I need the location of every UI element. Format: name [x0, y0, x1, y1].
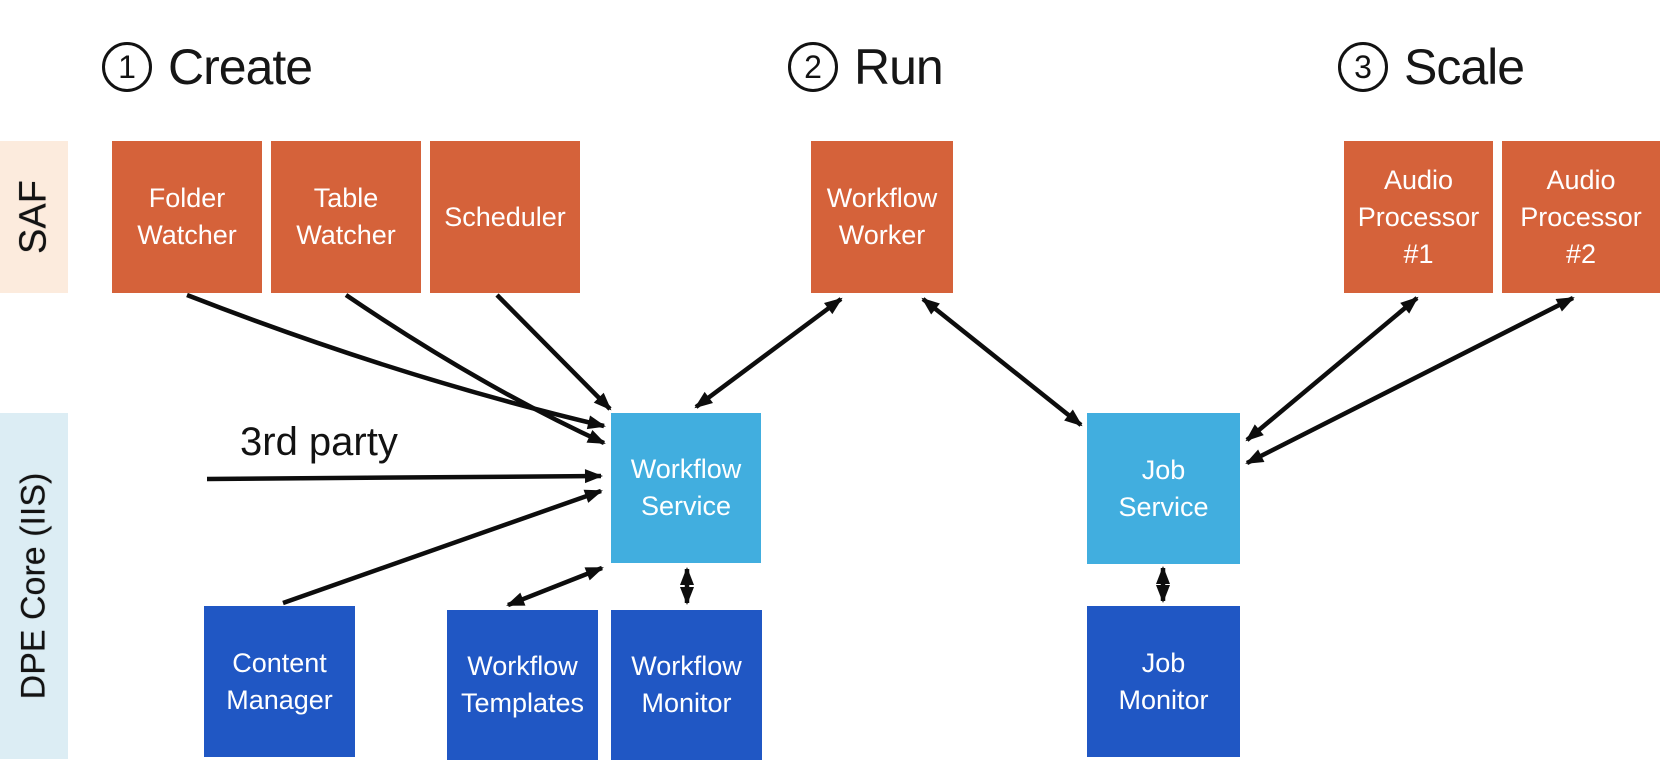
step-heading-scale: 3 Scale [1338, 39, 1525, 95]
step-label-run: Run [854, 39, 944, 95]
lane-dpe-core-iis: DPE Core (IIS) [0, 413, 68, 759]
third-party-label: 3rd party [240, 420, 398, 464]
arrow-job-service-audio-processor-2 [1245, 295, 1575, 466]
node-job-service: Job Service [1087, 413, 1240, 564]
node-folder-watcher: Folder Watcher [112, 141, 262, 293]
node-content-manager: Content Manager [204, 606, 355, 757]
lane-dpe-core-iis-label: DPE Core (IIS) [14, 472, 53, 700]
arrow-job-service-audio-processor-1 [1245, 296, 1419, 442]
arrow-workflow-service-workflow-worker [694, 297, 843, 409]
arrow-scheduler-to-workflow-service [495, 293, 612, 411]
node-workflow-worker: Workflow Worker [811, 141, 953, 293]
node-table-watcher: Table Watcher [271, 141, 421, 293]
lane-saf: SAF [0, 141, 68, 293]
step-heading-create: 1 Create [102, 39, 313, 95]
step-heading-run: 2 Run [788, 39, 944, 95]
step-label-scale: Scale [1404, 39, 1525, 95]
node-workflow-monitor: Workflow Monitor [611, 610, 762, 760]
arrow-content-manager-to-workflow-service [282, 488, 603, 606]
node-job-monitor: Job Monitor [1087, 606, 1240, 757]
step-label-create: Create [168, 39, 313, 95]
node-workflow-service: Workflow Service [611, 413, 761, 563]
arrow-third-party-to-workflow-service [206, 469, 603, 484]
arrow-workflow-templates-workflow-service [506, 565, 604, 608]
arrow-folder-watcher-to-workflow-service [186, 292, 606, 430]
node-audio-processor-1: Audio Processor #1 [1344, 141, 1493, 293]
lane-saf-label: SAF [12, 180, 55, 254]
arrow-workflow-worker-job-service [921, 297, 1083, 427]
step-number-1-circle: 1 [102, 42, 152, 92]
node-workflow-templates: Workflow Templates [447, 610, 598, 760]
node-scheduler: Scheduler [430, 141, 580, 293]
step-number-3-circle: 3 [1338, 42, 1388, 92]
step-number-2-circle: 2 [788, 42, 838, 92]
node-audio-processor-2: Audio Processor #2 [1502, 141, 1660, 293]
